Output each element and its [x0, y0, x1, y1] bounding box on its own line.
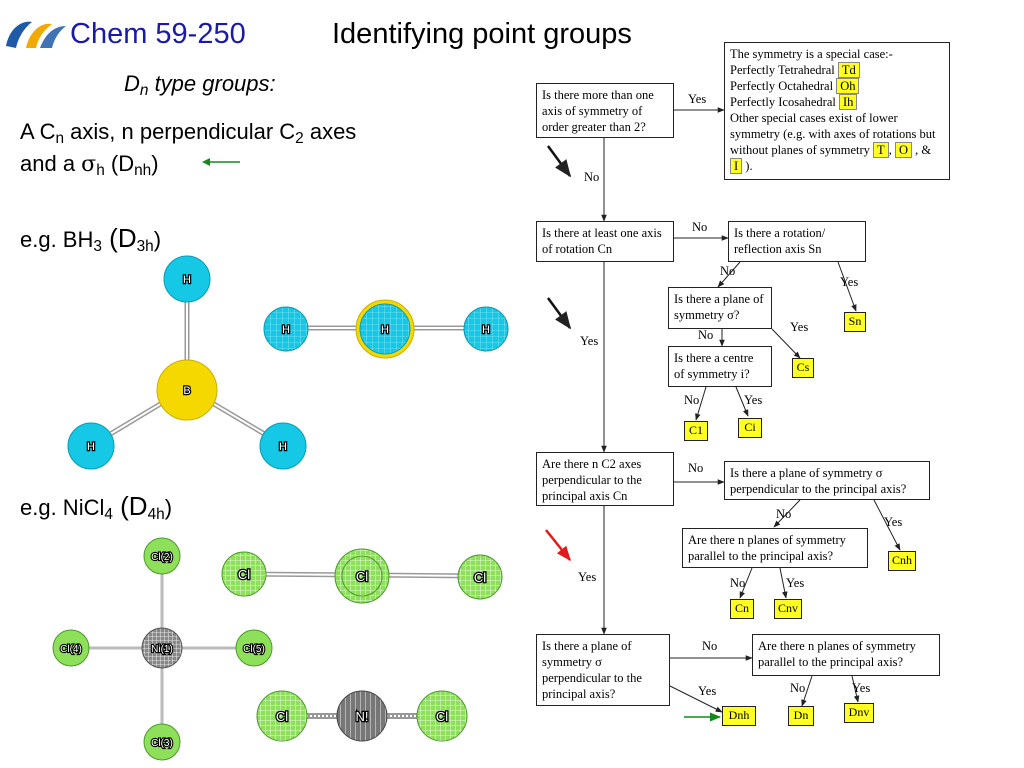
nicl4-side-view-1: Cl Cl Cl: [221, 548, 503, 604]
atom-label-side1-cl-left: Cl: [238, 567, 250, 582]
logo-icon: [6, 21, 66, 48]
atom-label-side2-cl-right: Cl: [436, 709, 448, 724]
atom-label-h-top: H: [183, 274, 191, 286]
label-yes-q5: Yes: [744, 393, 763, 407]
atom-label-h-right: H: [279, 441, 287, 453]
green-arrow-icon: [202, 158, 240, 166]
label-no-q9: No: [702, 639, 718, 653]
bh3-side-view: H H H: [263, 299, 509, 359]
pointer-arrow-1: [546, 145, 572, 178]
special-case-box: The symmetry is a special case:- Perfect…: [724, 42, 950, 180]
label-yes-q3: Yes: [840, 275, 859, 289]
label-no-q6: No: [688, 461, 704, 475]
pointer-arrow-2: [546, 297, 572, 330]
atom-label-side1-cl-mid: Cl: [356, 569, 368, 584]
example-nicl4: e.g. NiCl4 (D4h): [20, 491, 173, 523]
atom-label-cl4: Cl(4): [60, 644, 82, 655]
atom-label-ni1: Ni(1): [151, 644, 173, 655]
question-box-8: Are there n planes of symmetry parallel …: [682, 528, 868, 568]
atom-label-b: B: [183, 385, 190, 397]
atom-label-cl5: Cl(5): [243, 644, 265, 655]
result-sn: Sn: [844, 312, 866, 332]
page-subtitle: Dn type groups:: [124, 71, 276, 99]
result-dnh: Dnh: [722, 706, 756, 726]
atom-label-side1-cl-right: Cl: [474, 570, 486, 585]
question-box-5: Is there a centre of symmetry i?: [668, 346, 772, 387]
result-cs: Cs: [792, 358, 814, 378]
example-bh3: e.g. BH3 (D3h): [20, 223, 162, 255]
pointer-arrow-red: [545, 529, 571, 562]
label-no-q7: No: [776, 507, 792, 521]
question-box-6: Are there n C2 axes perpendicular to the…: [536, 452, 674, 506]
atom-label-side-h-right: H: [482, 324, 490, 336]
definition-line-1: A Cn axis, n perpendicular C2 axes: [20, 119, 357, 147]
page-title: Identifying point groups: [332, 18, 632, 50]
result-cnh: Cnh: [888, 551, 916, 571]
question-box-4: Is there a plane of symmetry σ?: [668, 287, 772, 329]
question-box-3: Is there a rotation/ reflection axis Sn: [728, 221, 866, 262]
definition-line-2: and a σh (Dnh): [20, 151, 159, 179]
result-dnv: Dnv: [844, 703, 874, 723]
label-no-q3: No: [720, 264, 736, 278]
label-no-q4: No: [698, 328, 714, 342]
result-dn: Dn: [788, 706, 814, 726]
course-title: Chem 59-250: [70, 18, 246, 50]
bh3-top-view: H B H H: [67, 255, 307, 470]
label-yes-q1: Yes: [688, 92, 707, 106]
question-box-9: Is there a plane of symmetry σ perpendic…: [536, 634, 670, 706]
result-ci: Ci: [738, 418, 762, 438]
molecule-diagrams: H B H H H H H Cl(2) Cl(4) Ni(1) Cl(5) Cl…: [52, 255, 509, 761]
atom-label-side-h-mid: H: [381, 324, 389, 336]
label-yes-q10: Yes: [852, 681, 871, 695]
question-box-2: Is there at least one axis of rotation C…: [536, 221, 674, 262]
nicl4-top-view: Cl(2) Cl(4) Ni(1) Cl(5) Cl(3): [52, 537, 273, 761]
label-no-q1: No: [584, 170, 600, 184]
label-yes-q8: Yes: [786, 576, 805, 590]
atom-label-side-h-left: H: [282, 324, 290, 336]
question-box-1: Is there more than one axis of symmetry …: [536, 83, 674, 138]
label-yes-q2: Yes: [580, 334, 599, 348]
label-no-q5: No: [684, 393, 700, 407]
result-cnv: Cnv: [774, 599, 802, 619]
atom-label-cl3: Cl(3): [151, 738, 173, 749]
label-no-q10: No: [790, 681, 806, 695]
atom-label-side2-ni: N!: [356, 709, 369, 724]
label-no-q2: No: [692, 220, 708, 234]
atom-label-cl2: Cl(2): [151, 552, 173, 563]
label-yes-q6: Yes: [578, 570, 597, 584]
result-cn: Cn: [730, 599, 754, 619]
label-no-q8: No: [730, 576, 746, 590]
question-box-7: Is there a plane of symmetry σ perpendic…: [724, 461, 930, 500]
label-yes-q4: Yes: [790, 320, 809, 334]
label-yes-q7: Yes: [884, 515, 903, 529]
nicl4-side-view-2: Cl N! Cl: [256, 690, 468, 742]
question-box-10: Are there n planes of symmetry parallel …: [752, 634, 940, 676]
atom-label-side2-cl-left: Cl: [276, 709, 288, 724]
label-yes-q9: Yes: [698, 684, 717, 698]
atom-label-h-left: H: [87, 441, 95, 453]
result-c1: C1: [684, 421, 708, 441]
